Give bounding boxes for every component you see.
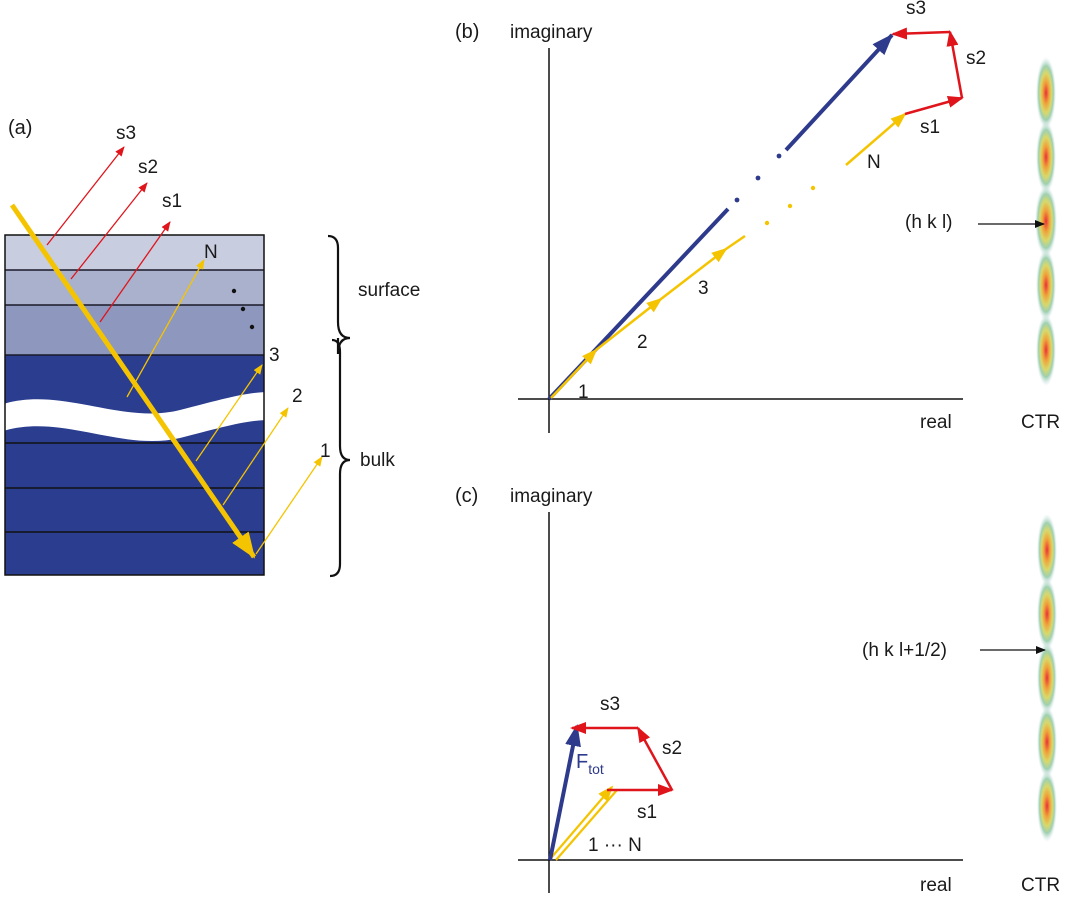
panel-c: (c) imaginary real s3 s2 s1 1 ··· N Ftot… [455,485,1060,896]
ctr-point-label-b: (h k l) [905,212,953,233]
ctr-label-c: CTR [1021,875,1060,896]
ray-2 [222,407,289,506]
surface-layer-3 [5,305,264,355]
bulk-break [5,392,264,441]
panel-b: (b) imaginary real 1 2 3 N s1 s2 s3 [455,0,1060,433]
surface-vector-s1 [904,96,964,116]
ray-1 [255,456,323,555]
panel-a: (a) s3 s2 [4,117,420,578]
surface-label: surface [358,280,420,301]
ray-n [126,259,205,398]
ray-3 [195,364,263,462]
panel-b-label-s2: s2 [966,48,986,69]
ray-s2 [70,182,148,280]
panel-c-label-s1: s1 [637,802,657,823]
ray-s1 [99,221,171,323]
bulk-label: bulk [360,450,395,471]
ctr-point-label-c: (h k l+1/2) [862,640,947,661]
ctr-rod-b [1035,57,1057,386]
label-s1: s1 [162,191,182,212]
panel-c-label-s2: s2 [662,738,682,759]
ctr-rod-c [1037,514,1057,842]
panel-b-label: (b) [455,21,479,43]
crystal-stack [5,235,264,575]
surface-brace [327,234,351,355]
panel-c-y-axis-label: imaginary [510,486,593,507]
panel-c-bulk-sum-label: 1 ··· N [588,835,642,856]
bulk-vector-2 [595,297,663,351]
bulk-vector-1 [550,348,598,399]
panel-b-label-s1: s1 [920,117,940,138]
panel-c-x-axis-label: real [920,875,952,896]
panel-c-label: (c) [455,485,478,507]
label-s2: s2 [138,157,158,178]
panel-c-ftot-label: Ftot [576,751,604,777]
panel-c-s2 [636,726,674,791]
surface-vector-s3 [891,27,951,40]
label-n: N [204,242,218,263]
label-ray-1: 1 [320,441,331,462]
panel-b-y-axis-label: imaginary [510,22,593,43]
bulk-brace [329,338,351,578]
bulk-vector-3 [660,247,728,300]
total-vector-part2 [784,33,894,152]
bulk-vector-n [845,112,907,166]
label-s3: s3 [116,123,136,144]
panel-b-label-1: 1 [578,382,589,403]
panel-b-label-n: N [867,152,881,173]
surface-vector-s2 [946,30,964,99]
panel-b-x-axis-label: real [920,412,952,433]
surface-layer-1 [5,235,264,270]
surface-layer-2 [5,270,264,305]
ray-s3 [46,146,125,246]
panel-b-label-3: 3 [698,278,709,299]
panel-c-label-s3: s3 [600,694,620,715]
label-ray-3: 3 [269,345,280,366]
ftot-main: F [576,751,588,773]
bulk-sum-vector [555,789,618,861]
total-vector-c [548,724,581,861]
incident-beam [9,203,257,559]
panel-b-label-s3: s3 [906,0,926,19]
panel-a-label: (a) [8,117,32,139]
ctr-label-b: CTR [1021,412,1060,433]
label-ray-2: 2 [292,386,303,407]
bulk-block [5,355,264,575]
panel-b-label-2: 2 [637,332,648,353]
ftot-subscript: tot [588,761,604,777]
